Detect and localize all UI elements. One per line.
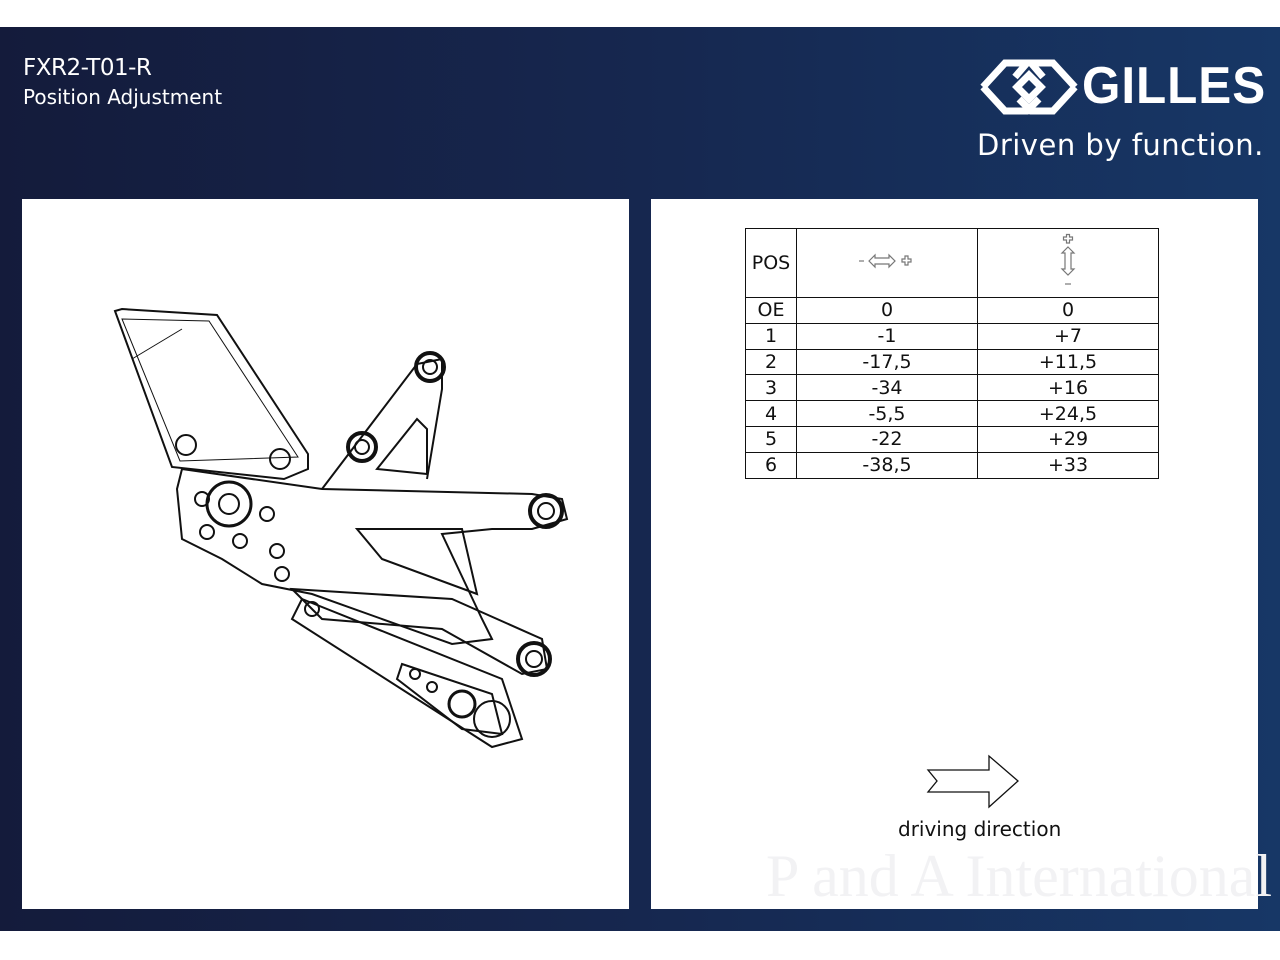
horizontal-cell: -17,5: [796, 348, 978, 376]
table-row: 6-38,5+33: [745, 451, 1159, 479]
pos-cell: 3: [745, 374, 797, 402]
vertical-cell: 0: [977, 297, 1159, 324]
heel-guard-plate: [113, 307, 309, 481]
vertical-cell: +24,5: [977, 400, 1159, 427]
pos-cell: 6: [745, 451, 797, 479]
table-row: 4-5,5+24,5: [745, 400, 1159, 427]
header-pos: POS: [745, 228, 797, 298]
horizontal-cell: -1: [796, 322, 978, 350]
vertical-cell: +11,5: [977, 348, 1159, 376]
brand-name: GILLES: [1082, 57, 1267, 115]
pos-cell: 2: [745, 348, 797, 376]
pos-cell: 4: [745, 400, 797, 427]
footpeg-arm: [290, 597, 524, 749]
table-row: 5-22+29: [745, 425, 1159, 453]
horizontal-adjust-icon: [796, 228, 978, 298]
vertical-cell: +7: [977, 322, 1159, 350]
pos-cell: 1: [745, 322, 797, 350]
shift-lever: [289, 587, 549, 676]
table-row: 1-1+7: [745, 322, 1159, 350]
page-subtitle: Position Adjustment: [23, 85, 223, 109]
table-row: 2-17,5+11,5: [745, 348, 1159, 376]
driving-direction-label: driving direction: [898, 817, 1062, 841]
gilles-logo-icon: [980, 59, 1078, 115]
part-number: FXR2-T01-R: [23, 55, 152, 81]
brand-tagline: Driven by function.: [977, 128, 1264, 162]
driving-direction-arrow-icon: [926, 754, 1019, 809]
vertical-cell: +29: [977, 425, 1159, 453]
horizontal-cell: -34: [796, 374, 978, 402]
watermark: P and A International: [766, 843, 1273, 909]
vertical-cell: +16: [977, 374, 1159, 402]
horizontal-cell: -38,5: [796, 451, 978, 479]
table-row: 3-34+16: [745, 374, 1159, 402]
pos-cell: OE: [745, 297, 797, 324]
pos-cell: 5: [745, 425, 797, 453]
footrest-drawing: [113, 307, 569, 749]
horizontal-cell: 0: [796, 297, 978, 324]
vertical-cell: +33: [977, 451, 1159, 479]
vertical-adjust-icon: [977, 228, 1159, 298]
footrest-drawing-panel: [22, 199, 629, 909]
horizontal-cell: -22: [796, 425, 978, 453]
table-header-row: POS: [745, 228, 1159, 298]
horizontal-cell: -5,5: [796, 400, 978, 427]
